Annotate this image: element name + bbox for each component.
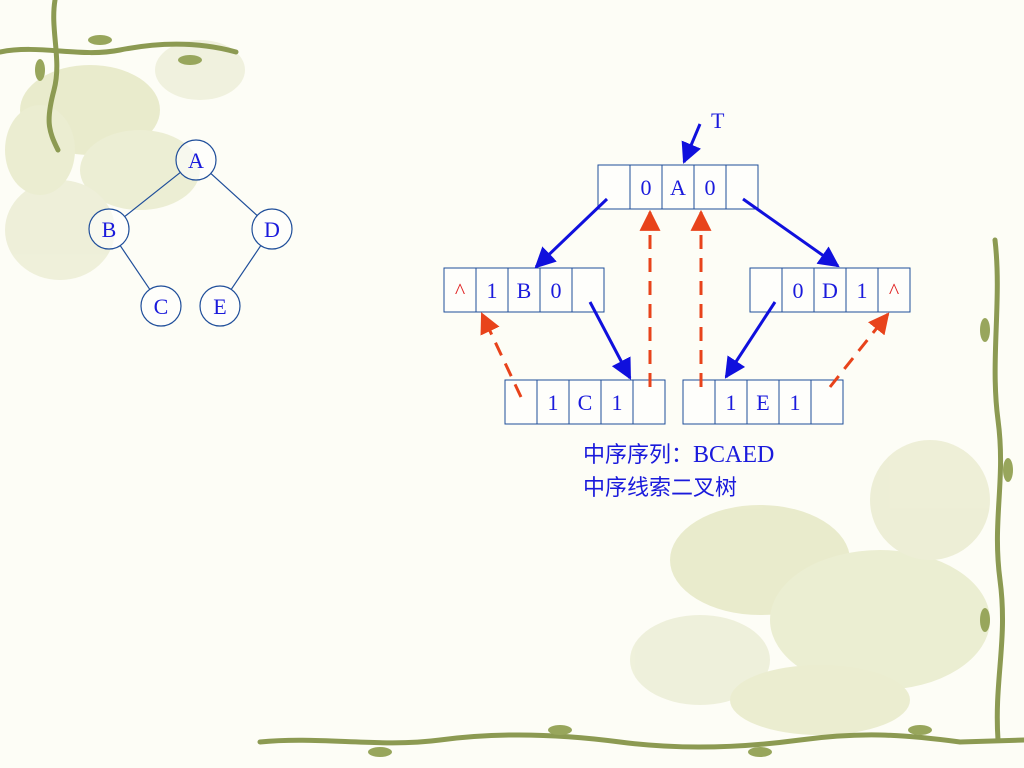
tree-edge-a-d — [210, 172, 258, 217]
record-cell — [749, 267, 783, 313]
record-cell — [813, 267, 847, 313]
thread-link-c-b — [480, 312, 523, 398]
caption-threaded-tree-title: 中序线索二叉树 — [583, 474, 737, 504]
null-pointer-mark: ^ — [889, 278, 900, 303]
record-cell — [810, 379, 844, 425]
record-cell-text: 1 — [790, 390, 801, 415]
record-cell — [568, 379, 602, 425]
caption-inorder-value: BCAED — [693, 442, 775, 468]
tree-node-circle — [140, 285, 182, 327]
record-cell-text: E — [756, 390, 769, 415]
tree-node-label: E — [213, 294, 226, 319]
tree-edge-b-c — [119, 245, 151, 290]
record-cell — [725, 164, 759, 210]
record-cell — [778, 379, 812, 425]
child-link-b-c — [588, 301, 632, 380]
record-cell-text: 1 — [857, 278, 868, 303]
record-cell-text: 0 — [705, 175, 716, 200]
tree-edge-a-b — [124, 171, 181, 218]
record-cell — [539, 267, 573, 313]
caption-inorder-label: 中序序列： — [583, 443, 694, 468]
record-cell-text: 1 — [487, 278, 498, 303]
thread-link-e-d — [828, 312, 890, 388]
record-cell-text: 0 — [641, 175, 652, 200]
vine-frame — [0, 0, 1024, 750]
thread-links — [480, 209, 890, 398]
child-link-a-d — [742, 197, 840, 268]
record-cell — [571, 267, 605, 313]
child-pointer-links — [534, 197, 840, 380]
record-cell — [693, 164, 727, 210]
record-cell-text: B — [517, 278, 532, 303]
record-cell-text: 1 — [726, 390, 737, 415]
record-cell-text: D — [822, 278, 838, 303]
tree-node-label: C — [154, 294, 169, 319]
null-pointer-mark: ^ — [455, 278, 466, 303]
record-cell — [746, 379, 780, 425]
record-cell-text: 1 — [612, 390, 623, 415]
tree-node-circle — [199, 285, 241, 327]
record-cell — [877, 267, 911, 313]
tree-node-d: D — [251, 208, 293, 250]
vine-leaves — [35, 35, 1013, 757]
tree-node-a: A — [175, 139, 217, 181]
record-cell-text: 1 — [548, 390, 559, 415]
tree-node-c: C — [140, 285, 182, 327]
blossom-bottom-right — [630, 440, 990, 735]
record-cell — [443, 267, 477, 313]
caption-inorder-sequence: 中序序列：BCAED — [583, 440, 774, 471]
child-link-a-b — [534, 197, 609, 269]
child-link-d-e — [724, 301, 777, 379]
record-cell — [475, 267, 509, 313]
record-cell-text: 0 — [551, 278, 562, 303]
tree-edge-d-e — [230, 245, 262, 290]
tree-node-label: D — [264, 217, 280, 242]
record-cell — [600, 379, 634, 425]
tree-node-circle — [88, 208, 130, 250]
blossom-top-left — [5, 40, 245, 280]
record-cell — [504, 379, 538, 425]
tree-node-b: B — [88, 208, 130, 250]
record-cell — [661, 164, 695, 210]
tree-node-circle — [175, 139, 217, 181]
head-pointer-label: T — [711, 108, 725, 133]
record-cell — [682, 379, 716, 425]
head-pointer: T — [681, 108, 725, 164]
tree-node-e: E — [199, 285, 241, 327]
record-cell-text: A — [670, 175, 686, 200]
head-pointer-arrow — [681, 123, 702, 164]
record-cell — [781, 267, 815, 313]
record-cell-text: C — [578, 390, 593, 415]
record-cell-text: 0 — [793, 278, 804, 303]
tree-node-label: B — [102, 217, 117, 242]
tree-node-label: A — [188, 148, 204, 173]
tree-node-circle — [251, 208, 293, 250]
binary-tree: A B D C E — [88, 139, 293, 327]
caption-threaded-tree-label: 中序线索二叉树 — [583, 476, 738, 501]
record-cell — [536, 379, 570, 425]
record-cell — [507, 267, 541, 313]
